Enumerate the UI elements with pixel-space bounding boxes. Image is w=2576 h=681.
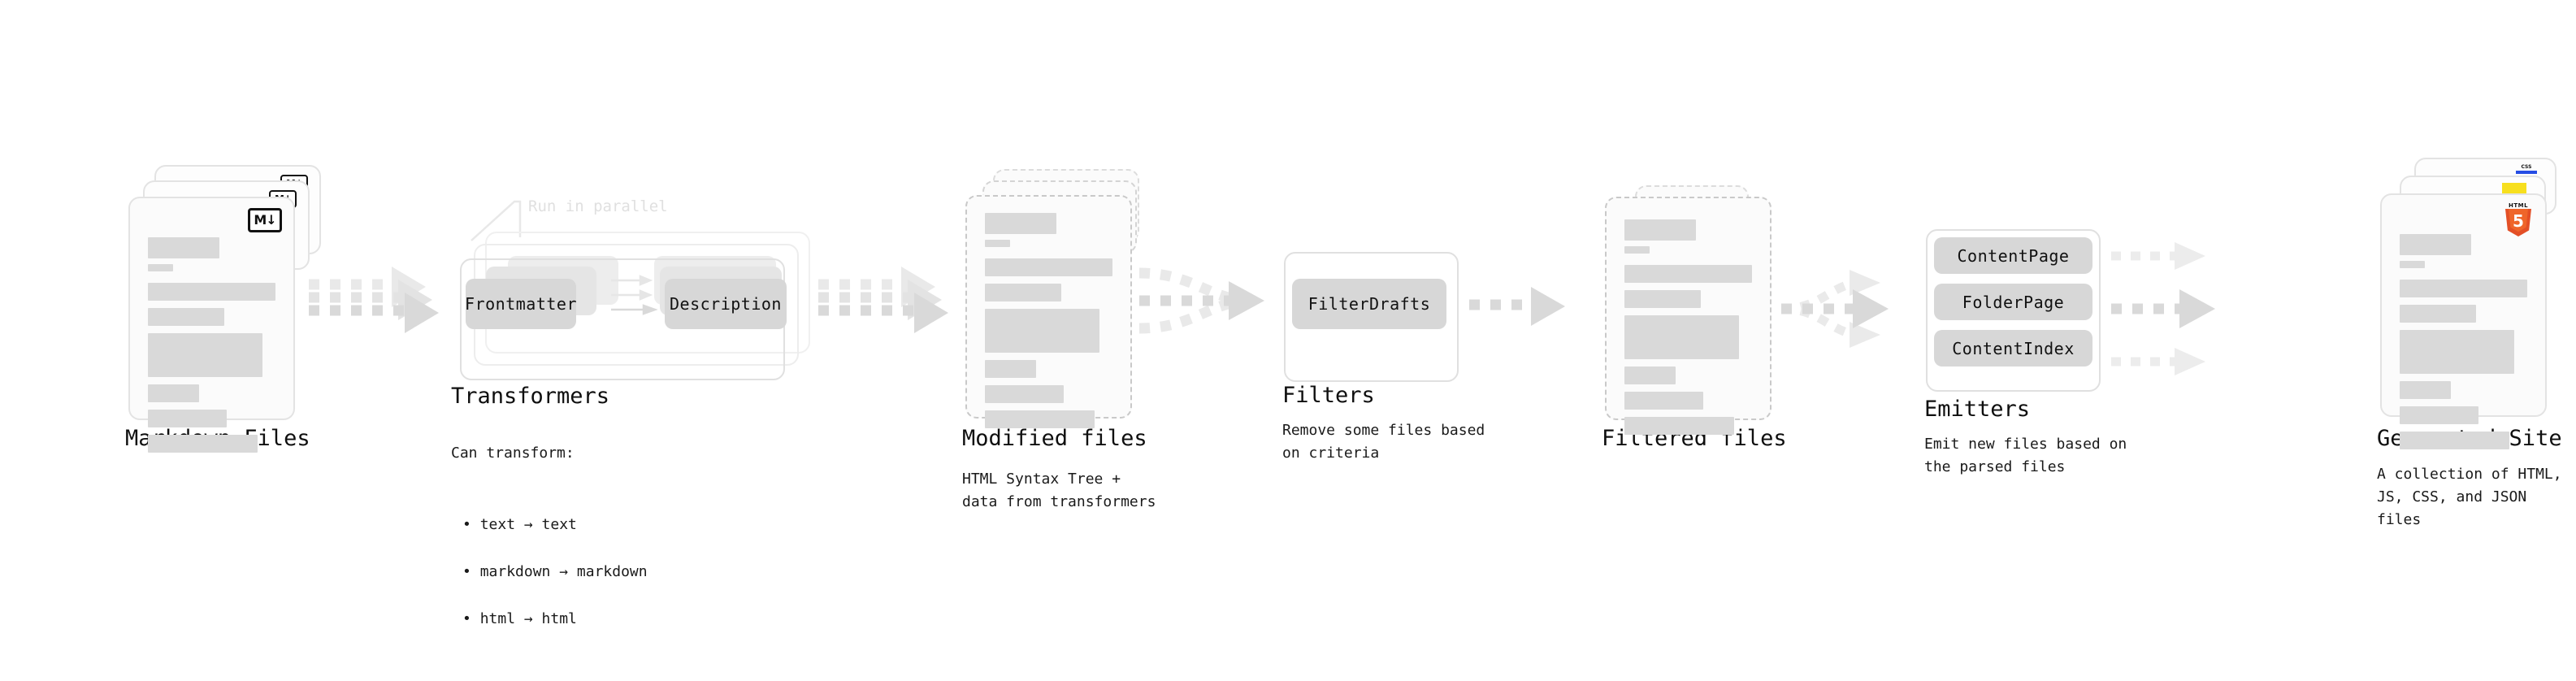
placeholder-line bbox=[2400, 305, 2477, 323]
emitters-title: Emitters bbox=[1924, 397, 2031, 422]
markdown-icon: M↓ bbox=[248, 208, 282, 232]
modified-card-placeholder-lines bbox=[985, 213, 1112, 436]
placeholder-line bbox=[2400, 330, 2515, 374]
filtered-card-placeholder-lines bbox=[1624, 219, 1752, 442]
placeholder-line bbox=[148, 384, 199, 402]
transformers-subtitle-lead: Can transform: bbox=[451, 445, 575, 462]
placeholder-line bbox=[985, 360, 1036, 378]
placeholder-line bbox=[2400, 432, 2510, 449]
placeholder-line bbox=[1624, 290, 1702, 308]
filters-title: Filters bbox=[1282, 383, 1375, 408]
placeholder-line bbox=[1624, 392, 1704, 410]
css3-icon-label: CSS bbox=[2521, 164, 2532, 170]
connector-transformers-to-modified bbox=[818, 267, 948, 333]
transformers-bullet: markdown → markdown bbox=[462, 560, 648, 583]
placeholder-line bbox=[985, 213, 1056, 234]
emitters-group bbox=[1926, 229, 2101, 392]
placeholder-line bbox=[148, 283, 275, 301]
placeholder-line bbox=[2400, 234, 2471, 255]
placeholder-line bbox=[2400, 406, 2479, 424]
modified-files-subtitle: HTML Syntax Tree + data from transformer… bbox=[962, 471, 1156, 510]
emitters-subtitle: Emit new files based on the parsed files bbox=[1924, 436, 2127, 475]
connector-filters-to-filtered bbox=[1469, 287, 1565, 326]
placeholder-line bbox=[985, 309, 1100, 353]
modified-file-card-front bbox=[965, 195, 1132, 428]
placeholder-line bbox=[1624, 315, 1740, 359]
placeholder-line bbox=[1624, 246, 1650, 254]
transformers-bullet-list: text → text markdown → markdown html → h… bbox=[451, 488, 648, 654]
placeholder-line bbox=[2400, 261, 2426, 268]
placeholder-line bbox=[1624, 265, 1752, 283]
html5-icon-label: HTML bbox=[2508, 202, 2529, 209]
connector-emitters-to-site bbox=[2111, 242, 2215, 375]
placeholder-line bbox=[1624, 367, 1676, 384]
filter-chip-filterdrafts[interactable]: FilterDrafts bbox=[1292, 279, 1446, 329]
placeholder-line bbox=[148, 264, 174, 271]
generated-site-card-html: HTML 5 bbox=[2380, 193, 2547, 449]
placeholder-line bbox=[1624, 417, 1735, 435]
filtered-file-card-front bbox=[1605, 197, 1772, 435]
placeholder-line bbox=[148, 333, 263, 377]
transformers-bullet: text → text bbox=[462, 513, 648, 536]
placeholder-line bbox=[985, 240, 1011, 247]
placeholder-line bbox=[148, 308, 225, 326]
placeholder-line bbox=[148, 410, 228, 427]
placeholder-line bbox=[148, 435, 258, 453]
placeholder-line bbox=[148, 237, 219, 258]
markdown-card-placeholder-lines bbox=[148, 237, 275, 460]
html5-shield: 5 bbox=[2505, 209, 2531, 236]
placeholder-line bbox=[1624, 219, 1696, 241]
transformer-chip-description[interactable]: Description bbox=[665, 279, 787, 329]
html5-digit: 5 bbox=[2513, 211, 2524, 231]
emitter-chip-contentpage[interactable]: ContentPage bbox=[1934, 237, 2092, 274]
placeholder-line bbox=[985, 258, 1112, 276]
placeholder-line bbox=[985, 410, 1095, 428]
emitter-chip-folderpage[interactable]: FolderPage bbox=[1934, 284, 2092, 320]
connector-filtered-to-emitters bbox=[1780, 270, 1889, 348]
run-in-parallel-annotation: Run in parallel bbox=[528, 197, 668, 215]
emitter-chip-contentindex[interactable]: ContentIndex bbox=[1934, 330, 2092, 367]
transformers-bullet: html → html bbox=[462, 607, 648, 631]
connector-markdown-to-transformers bbox=[309, 267, 439, 333]
transformer-inner-arrows bbox=[611, 275, 658, 315]
placeholder-line bbox=[985, 284, 1062, 301]
placeholder-line bbox=[985, 385, 1065, 403]
css3-icon-bar bbox=[2516, 171, 2537, 174]
modified-files-title: Modified files bbox=[962, 426, 1147, 451]
generated-site-subtitle: A collection of HTML, JS, CSS, and JSON … bbox=[2377, 466, 2562, 528]
placeholder-line bbox=[2400, 381, 2451, 399]
filters-subtitle: Remove some files based on criteria bbox=[1282, 422, 1485, 462]
placeholder-line bbox=[2400, 280, 2527, 297]
html5-icon: HTML 5 bbox=[2504, 202, 2532, 236]
html5-shield-inner bbox=[2509, 209, 2528, 232]
run-in-parallel-pointer bbox=[471, 200, 522, 241]
generated-card-placeholder-lines bbox=[2400, 234, 2527, 457]
transformer-chip-frontmatter[interactable]: Frontmatter bbox=[465, 279, 576, 329]
markdown-file-card-front: M↓ bbox=[128, 197, 295, 453]
transformers-title: Transformers bbox=[451, 384, 610, 409]
filters-group bbox=[1284, 252, 1459, 382]
connector-modified-to-filters bbox=[1138, 267, 1264, 334]
css3-icon: CSS bbox=[2516, 164, 2537, 176]
transformers-subtitle: Can transform: text → text markdown → ma… bbox=[451, 418, 648, 679]
